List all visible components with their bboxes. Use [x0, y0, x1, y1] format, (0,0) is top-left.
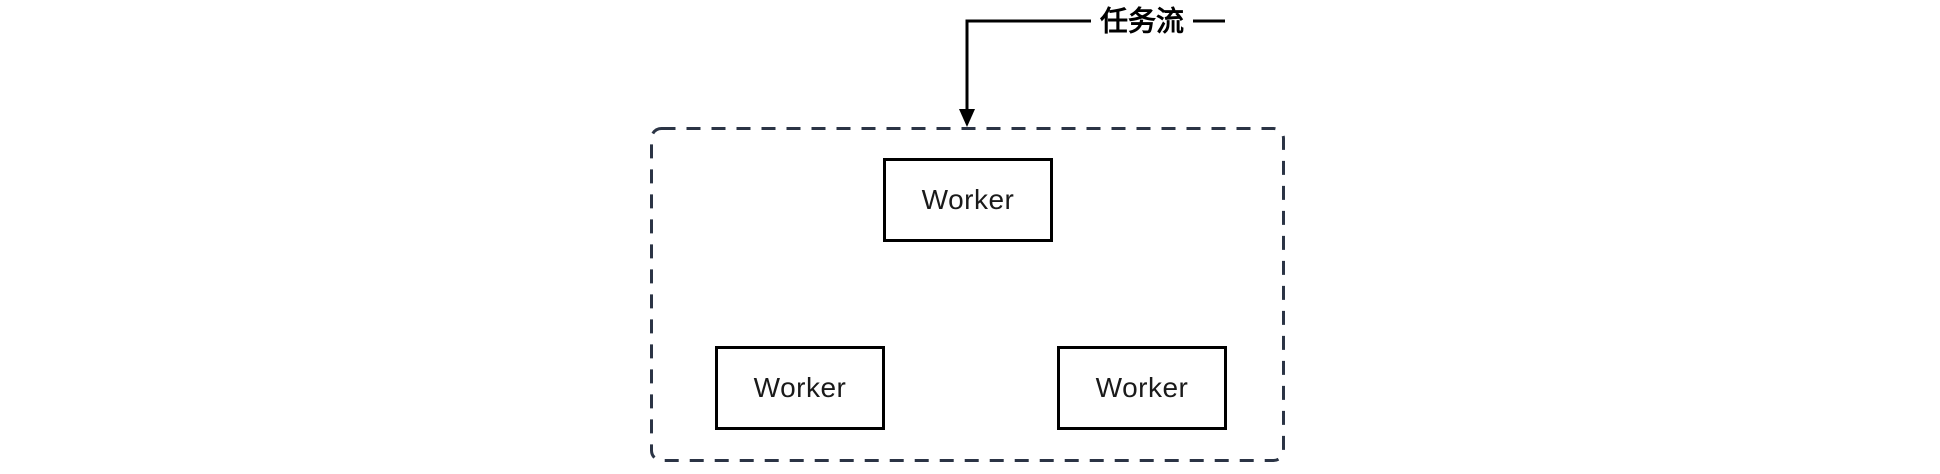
worker-node-bottom-left-label: Worker	[753, 372, 847, 403]
worker-node-bottom-right: Worker	[1057, 346, 1227, 430]
worker-node-top-label: Worker	[921, 184, 1015, 215]
arrowhead-down-icon	[959, 109, 975, 127]
worker-node-bottom-left: Worker	[715, 346, 885, 430]
worker-node-top: Worker	[883, 158, 1053, 242]
task-flow-edge-label: 任务流	[1090, 1, 1194, 41]
worker-node-bottom-right-label: Worker	[1095, 372, 1189, 403]
worker-group-container	[650, 127, 1285, 462]
